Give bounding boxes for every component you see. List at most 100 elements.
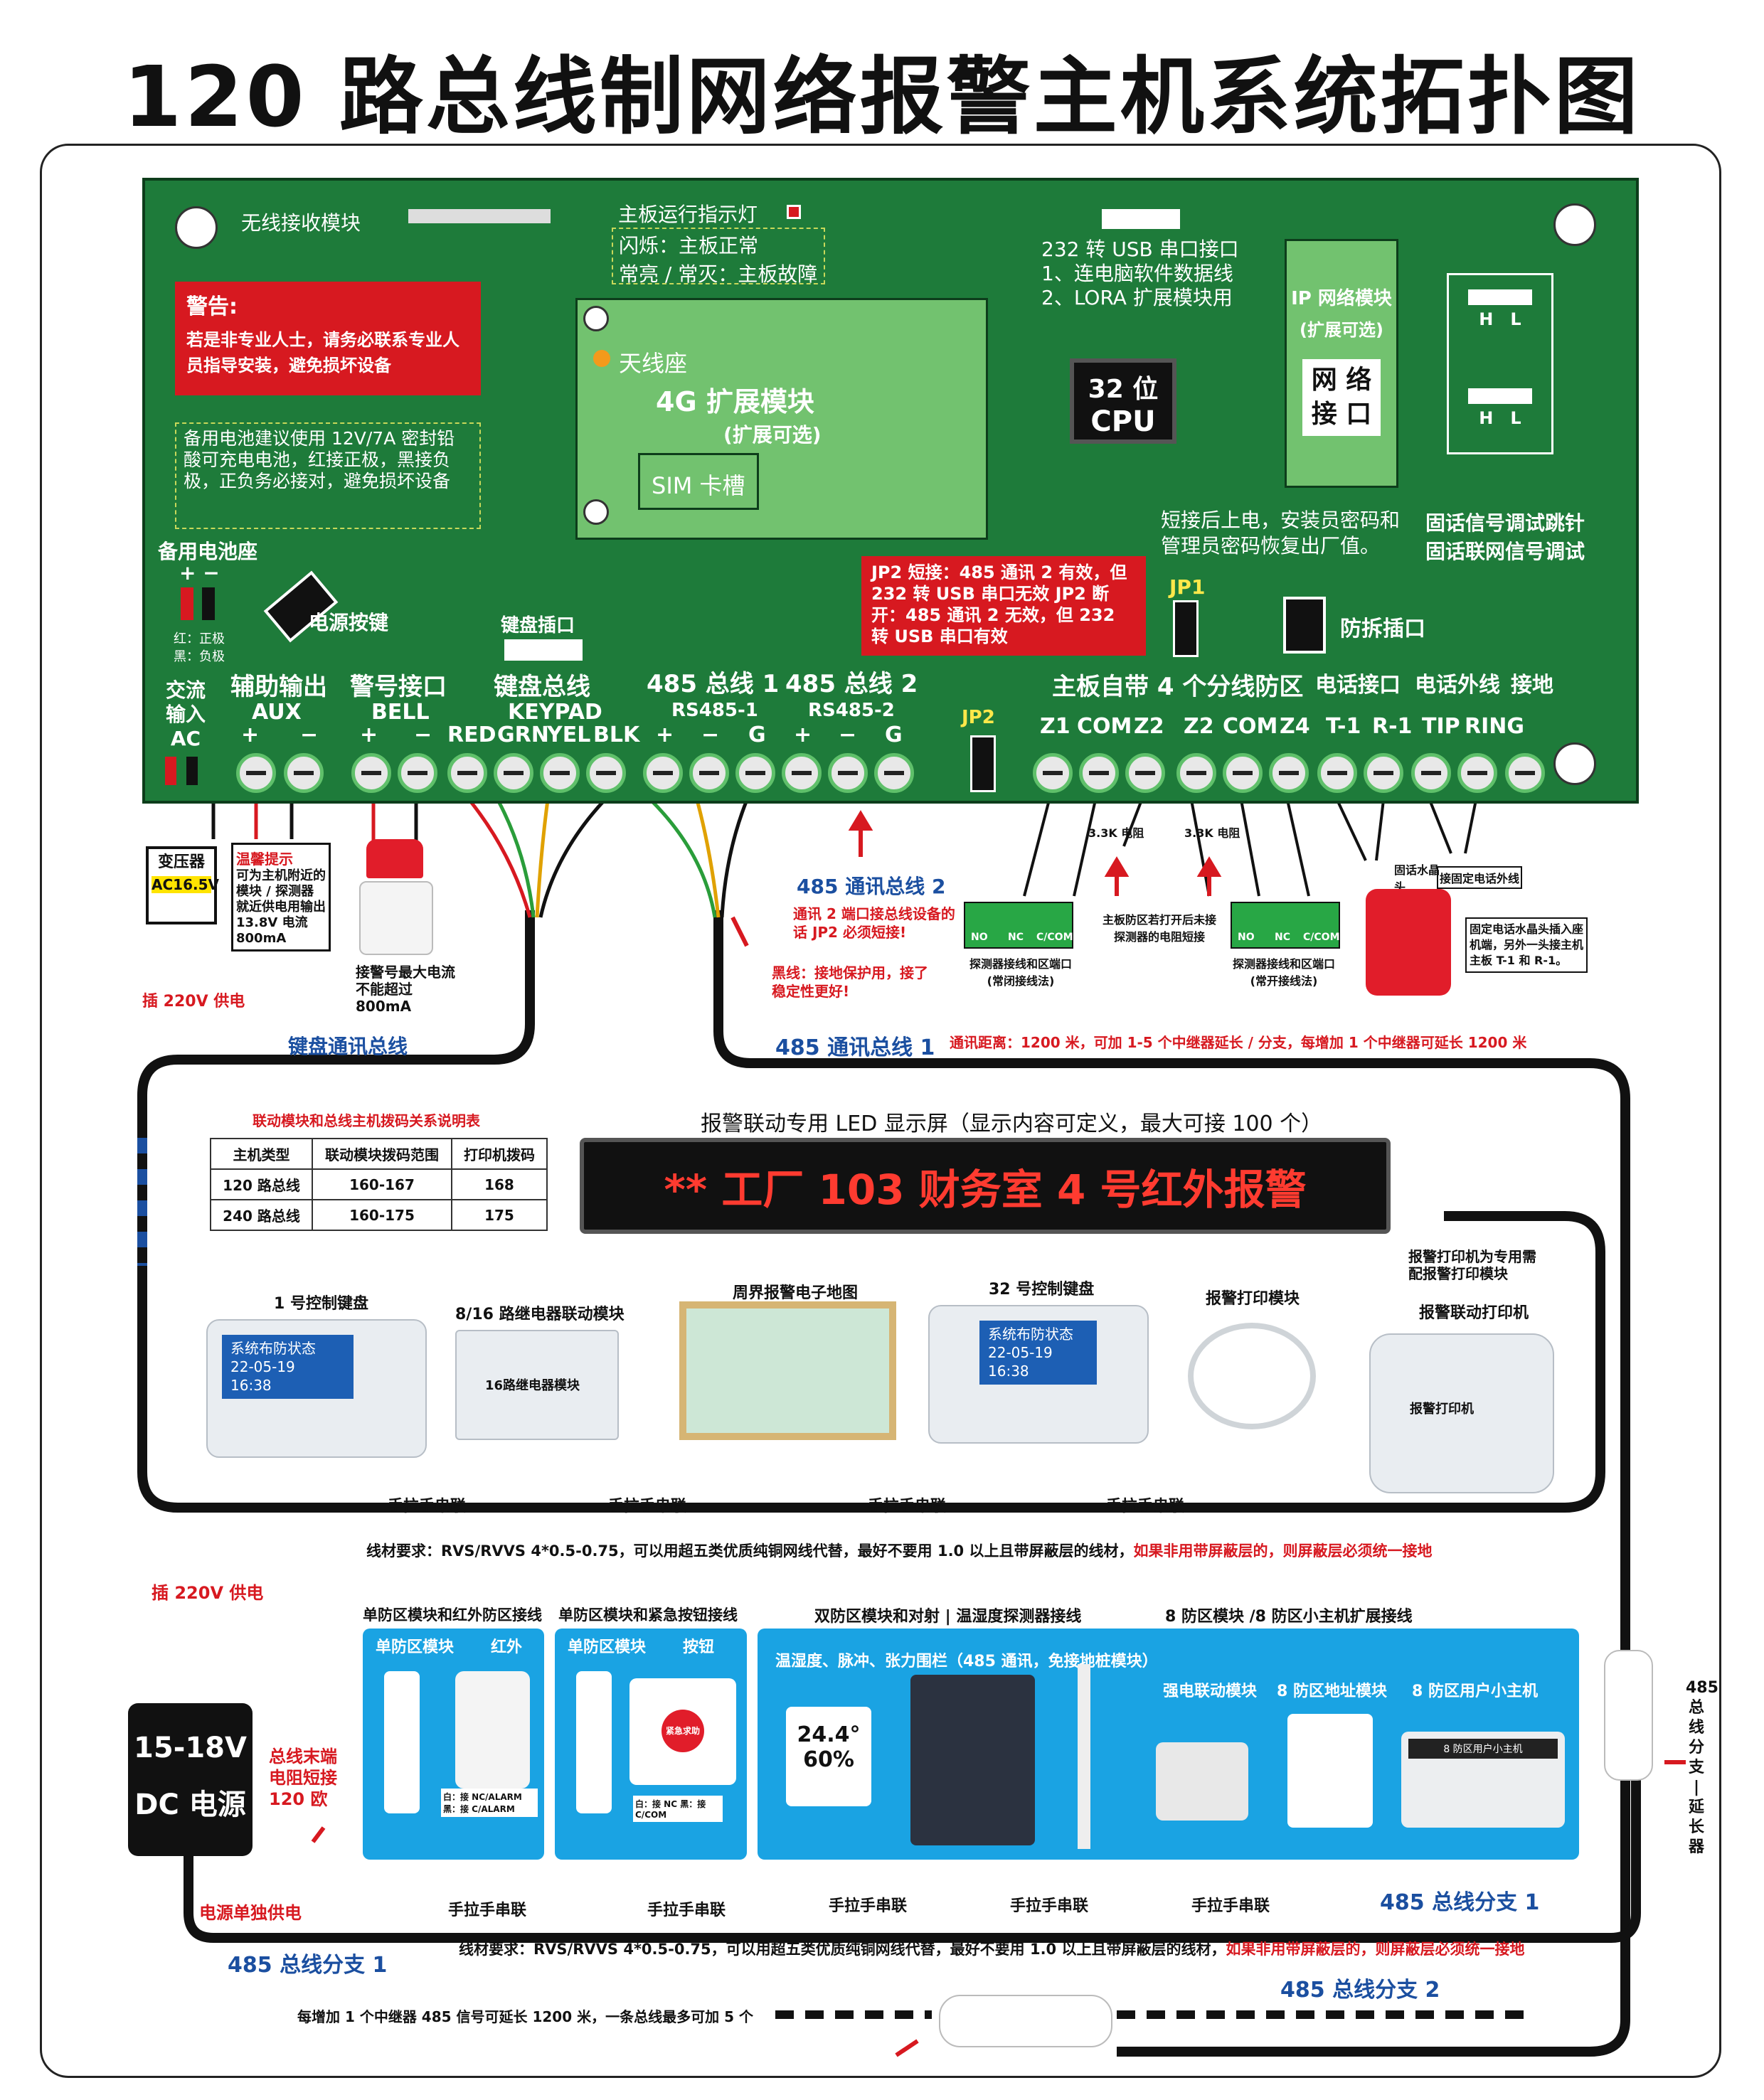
run-led-icon [787, 205, 801, 219]
siren-body [359, 881, 433, 955]
aux-plus-terminal[interactable] [236, 753, 276, 793]
usb-line1: 1、连电脑软件数据线 [1041, 262, 1233, 285]
z2-terminal[interactable] [1125, 753, 1165, 793]
tip-box: 温馨提示 可为主机附近的模块 / 探测器就近供电用输出 13.8V 电流 800… [231, 843, 331, 952]
rs485-2-plus-terminal[interactable] [782, 753, 822, 793]
reset-note: 短接后上电，安装员密码和管理员密码恢复出厂值。 [1161, 508, 1401, 558]
tamper-label: 防拆插口 [1340, 617, 1425, 641]
led-text: ** 工厂 103 财务室 4 号红外报警 [664, 1165, 1307, 1214]
z2b-label: Z2 [1184, 714, 1214, 739]
tamper-socket[interactable] [1283, 597, 1326, 654]
table-cell: 175 [450, 1199, 548, 1231]
bell-plus-terminal[interactable] [351, 753, 391, 793]
keyboard1-label: 1 号控制键盘 [274, 1295, 368, 1313]
panel4-b: 8 防区地址模块 [1277, 1683, 1387, 1700]
resistor-label-2: 3.3K 电阻 [1184, 826, 1240, 840]
nc-ccom-label: C/COM [1036, 932, 1073, 943]
keypad-blk: BLK [593, 723, 640, 747]
com2-terminal[interactable] [1223, 753, 1263, 793]
dc-line2: DC 电源 [134, 1789, 246, 1821]
ground-title: 接地 [1511, 673, 1553, 698]
rs485-1-minus: − [701, 723, 720, 747]
keypad-grn-terminal[interactable] [494, 753, 533, 793]
rs485-2-g-terminal[interactable] [874, 753, 914, 793]
table-cell: 160-167 [312, 1168, 452, 1200]
phone-note: 固定电话水晶头插入座机端，另外一头接主机主板 T-1 和 R-1。 [1465, 917, 1588, 973]
page-title: 120 路总线制网络报警主机系统拓扑图 [123, 48, 1641, 146]
detector-no-terminals: NO NC C/COM [1231, 902, 1340, 949]
jp2-jumper[interactable] [970, 735, 996, 792]
bus-extender-device [1604, 1650, 1653, 1781]
keypad-red-terminal[interactable] [447, 753, 487, 793]
jp1-jumper[interactable] [1173, 600, 1199, 657]
zone-title: 主板自带 4 个分线防区 [1052, 673, 1304, 701]
chain-label: 手拉手串联 [868, 1498, 947, 1515]
map-label: 周界报警电子地图 [733, 1284, 859, 1302]
usb-port-info: 232 转 USB 串口接口 1、连电脑软件数据线 2、LORA 扩展模块用 [1041, 238, 1239, 310]
com-terminal[interactable] [1079, 753, 1119, 793]
branch1-label-right: 485 总线分支 1 [1380, 1890, 1540, 1915]
ground-terminal[interactable] [1505, 753, 1545, 793]
screen-line2: 22-05-19 16:38 [230, 1358, 309, 1394]
chain-label: 手拉手串联 [608, 1498, 687, 1515]
dc-power-supply: 15-18V DC 电源 [128, 1703, 253, 1856]
rs485-2-minus-terminal[interactable] [828, 753, 868, 793]
tip-terminal[interactable] [1411, 753, 1451, 793]
mini-host-screen: 8 防区用户小主机 [1408, 1739, 1558, 1759]
panel3-4: 温湿度、脉冲、张力围栏（485 通讯，免接地桩模块） 24.4° 60% 强电联… [758, 1629, 1579, 1860]
printer-inner-label: 报警打印机 [1410, 1402, 1474, 1417]
tel-title: 电话接口 [1315, 673, 1401, 698]
panic-button: 紧急求助 [629, 1678, 736, 1785]
ring-terminal[interactable] [1457, 753, 1497, 793]
rs485-1-g-terminal[interactable] [735, 753, 775, 793]
wireless-module-slot [408, 209, 551, 223]
run-led-desc1: 闪烁：主板正常 [619, 234, 759, 257]
humidity-reading: 60% [803, 1747, 854, 1772]
dual-zone-controller [910, 1675, 1035, 1845]
keypad-yel-terminal[interactable] [540, 753, 580, 793]
r1-terminal[interactable] [1364, 753, 1403, 793]
bell-minus-terminal[interactable] [398, 753, 437, 793]
wireless-module-label: 无线接收模块 [241, 211, 361, 235]
table-row: 240 路总线 160-175 175 [209, 1199, 548, 1231]
keypad-yel: YEL [547, 723, 591, 747]
keypad-blk-terminal[interactable] [586, 753, 626, 793]
siren-light [366, 839, 423, 878]
transformer-plug-note: 插 220V 供电 [142, 993, 245, 1011]
chain-label: 手拉手串联 [388, 1498, 467, 1515]
battery-black-terminal [202, 587, 215, 620]
panel1-b: 红外 [491, 1638, 523, 1656]
rs485-1-plus-terminal[interactable] [643, 753, 683, 793]
aux-title: 辅助输出 [230, 673, 327, 701]
jumper-pins [1468, 388, 1532, 404]
panel4-c: 8 防区用户小主机 [1412, 1683, 1538, 1700]
printer-label: 报警联动打印机 [1419, 1304, 1529, 1322]
z4-terminal[interactable] [1269, 753, 1309, 793]
keyboard-socket[interactable] [504, 639, 583, 661]
table-row: 120 路总线 160-167 168 [209, 1168, 548, 1200]
beam-detector [1078, 1664, 1090, 1849]
panel2-note: 白：接 NC 黑：接 C/COM [633, 1796, 723, 1822]
panel1-note: 白：接 NC/ALARM 黑：接 C/ALARM [441, 1789, 538, 1817]
module-4g-label: 4G 扩展模块 [656, 386, 814, 417]
bus2-note: 通讯 2 端口接总线设备的话 JP2 必须短接! [793, 905, 955, 941]
z4-label: Z4 [1280, 714, 1310, 739]
bus1-title: 485 总线 1 [647, 670, 780, 698]
single-zone-module [384, 1671, 420, 1813]
module-4g: 天线座 4G 扩展模块 (扩展可选) SIM 卡槽 [575, 298, 988, 540]
z2b-terminal[interactable] [1176, 753, 1216, 793]
battery-pm: + − [179, 561, 220, 585]
keypad-grn: GRN [497, 723, 549, 747]
wire-req-text: 线材要求：RVS/RVVS 4*0.5-0.75，可以用超五类优质纯铜网线代替，… [366, 1542, 1134, 1560]
chain-label: 手拉手串联 [647, 1902, 726, 1919]
z1-terminal[interactable] [1033, 753, 1073, 793]
t1-terminal[interactable] [1317, 753, 1357, 793]
main-board: 无线接收模块 主板运行指示灯 闪烁：主板正常 常亮 / 常灭：主板故障 警告: … [142, 178, 1639, 804]
aux-plus: + [241, 723, 260, 747]
aux-minus-terminal[interactable] [284, 753, 324, 793]
run-led-desc2: 常亮 / 常灭：主板故障 [619, 262, 818, 286]
phone-debug-note: 固话信号调试跳针 固话联网信号调试 [1425, 509, 1585, 566]
rs485-1-minus-terminal[interactable] [689, 753, 729, 793]
relay-label: 8/16 路继电器联动模块 [455, 1306, 625, 1323]
ip-module-title: IP 网络模块 [1291, 288, 1392, 309]
